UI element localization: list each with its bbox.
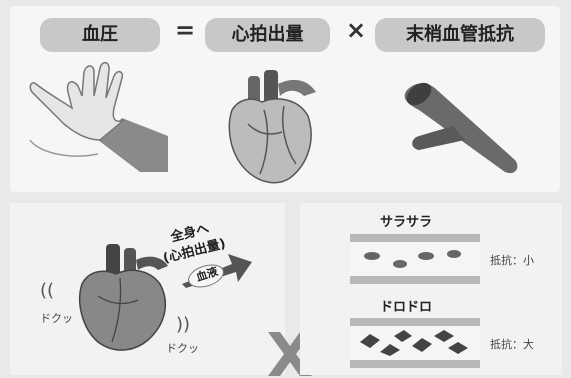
- hand-pulse-icon: [29, 61, 168, 172]
- term-blood-pressure: 血圧: [40, 18, 160, 52]
- heart-icon: [228, 70, 316, 184]
- smooth-label: サラサラ: [380, 215, 433, 230]
- vessel-smooth-icon: [350, 234, 480, 284]
- beat-wave-right-icon: )): [176, 314, 191, 335]
- term-peripheral-resistance: 末梢血管抵抗: [375, 18, 545, 52]
- vessel-thick-icon: [350, 318, 480, 368]
- beat-text-left: ドクッ: [40, 312, 73, 325]
- thick-resistance: 抵抗：大: [490, 338, 534, 351]
- beat-text-right: ドクッ: [166, 342, 199, 355]
- arrow-icon: [182, 254, 252, 288]
- blood-vessel-icon: [404, 82, 518, 174]
- term-cardiac-output: 心拍出量: [205, 18, 330, 52]
- beat-wave-left-icon: ((: [40, 280, 55, 301]
- times-sign: ×: [346, 16, 367, 44]
- thick-label: ドロドロ: [380, 300, 433, 315]
- smooth-resistance: 抵抗：小: [490, 254, 534, 267]
- equals-sign: =: [175, 16, 196, 44]
- heart-beat-icon: [79, 244, 168, 351]
